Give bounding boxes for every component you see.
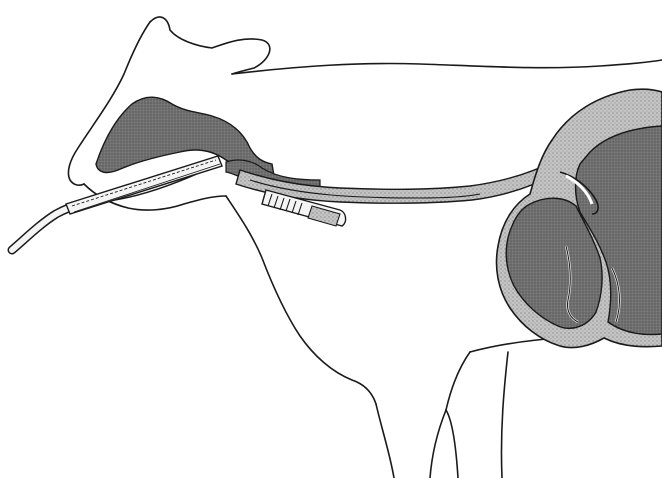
anatomical-diagram: [0, 0, 662, 478]
cow-stomach-tube-illustration: [0, 0, 662, 478]
